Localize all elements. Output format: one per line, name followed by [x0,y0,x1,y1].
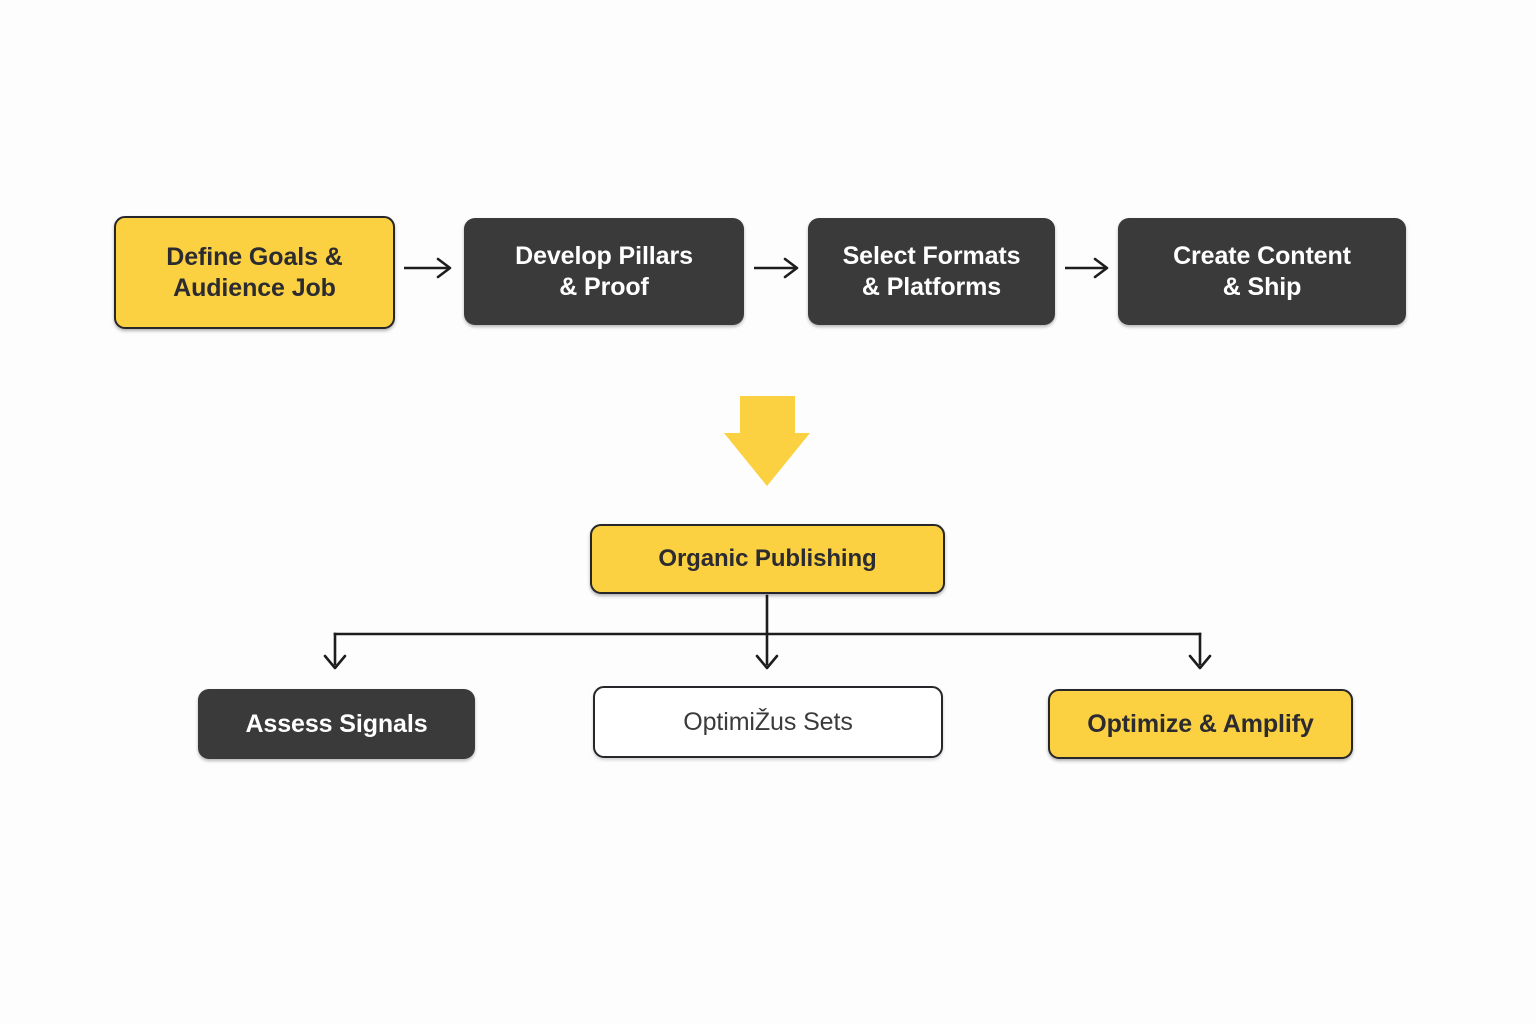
node-create-content-label: Create Content & Ship [1173,242,1351,301]
branch-connector-tree [333,594,1202,666]
block-arrow-down-icon [724,396,810,486]
node-optimize-amplify[interactable]: Optimize & Amplify [1048,689,1353,759]
node-create-content[interactable]: Create Content & Ship [1118,218,1406,325]
arrow-select-formats-to-create-content [1065,257,1109,279]
arrow-define-goals-to-develop-pillars [404,257,452,279]
node-organic-publishing-label: Organic Publishing [658,545,877,573]
node-select-formats-label: Select Formats & Platforms [842,242,1021,301]
node-develop-pillars[interactable]: Develop Pillars & Proof [464,218,744,325]
node-organic-publishing[interactable]: Organic Publishing [590,524,945,594]
node-optimize-amplify-label: Optimize & Amplify [1087,709,1314,738]
node-define-goals-label: Define Goals & Audience Job [166,243,343,302]
node-assess-signals[interactable]: Assess Signals [198,689,475,759]
node-define-goals[interactable]: Define Goals & Audience Job [114,216,395,329]
node-select-formats[interactable]: Select Formats & Platforms [808,218,1055,325]
arrow-develop-pillars-to-select-formats [754,257,799,279]
node-optimizus-sets[interactable]: OptimiŽus Sets [593,686,943,758]
node-assess-signals-label: Assess Signals [245,709,428,738]
node-optimizus-sets-label: OptimiŽus Sets [683,707,853,736]
branch-arrowheads [323,654,1212,670]
node-develop-pillars-label: Develop Pillars & Proof [515,242,693,301]
